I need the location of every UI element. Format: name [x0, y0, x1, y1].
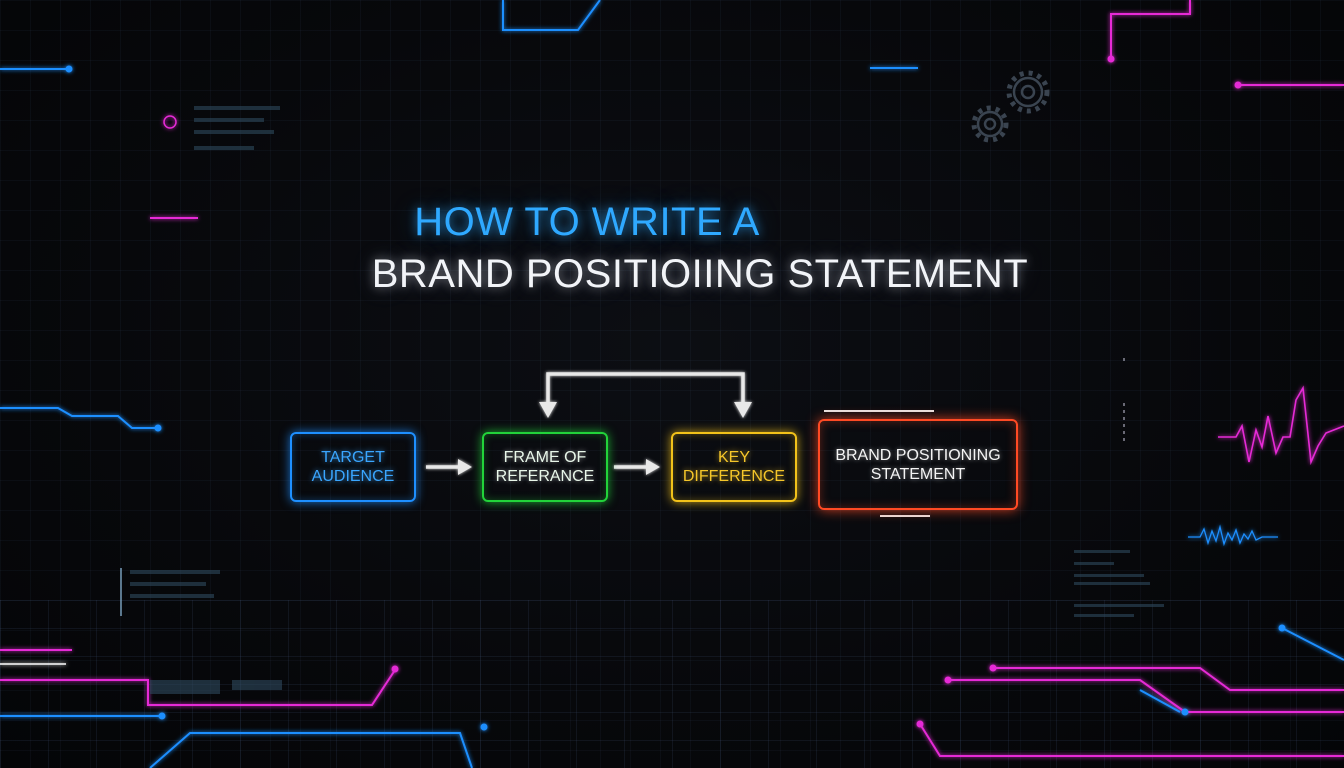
node-key-difference: KEY DIFFERENCE [671, 432, 797, 502]
title-line-2: BRAND POSITIOIING STATEMENT [371, 252, 1029, 296]
floor-grid [0, 600, 1344, 768]
title-line-1: HOW TO WRITE A [414, 200, 760, 244]
node-frame-of-reference: FRAME OF REFERANCE [482, 432, 608, 502]
arrow-frame-to-key [614, 459, 660, 475]
arrow-target-to-frame [426, 459, 472, 475]
statement-rule-lines [824, 410, 934, 517]
node-target-audience: TARGET AUDIENCE [290, 432, 416, 502]
node-brand-positioning-statement: BRAND POSITIONING STATEMENT [818, 419, 1018, 510]
loop-bracket-arrow [539, 372, 752, 418]
